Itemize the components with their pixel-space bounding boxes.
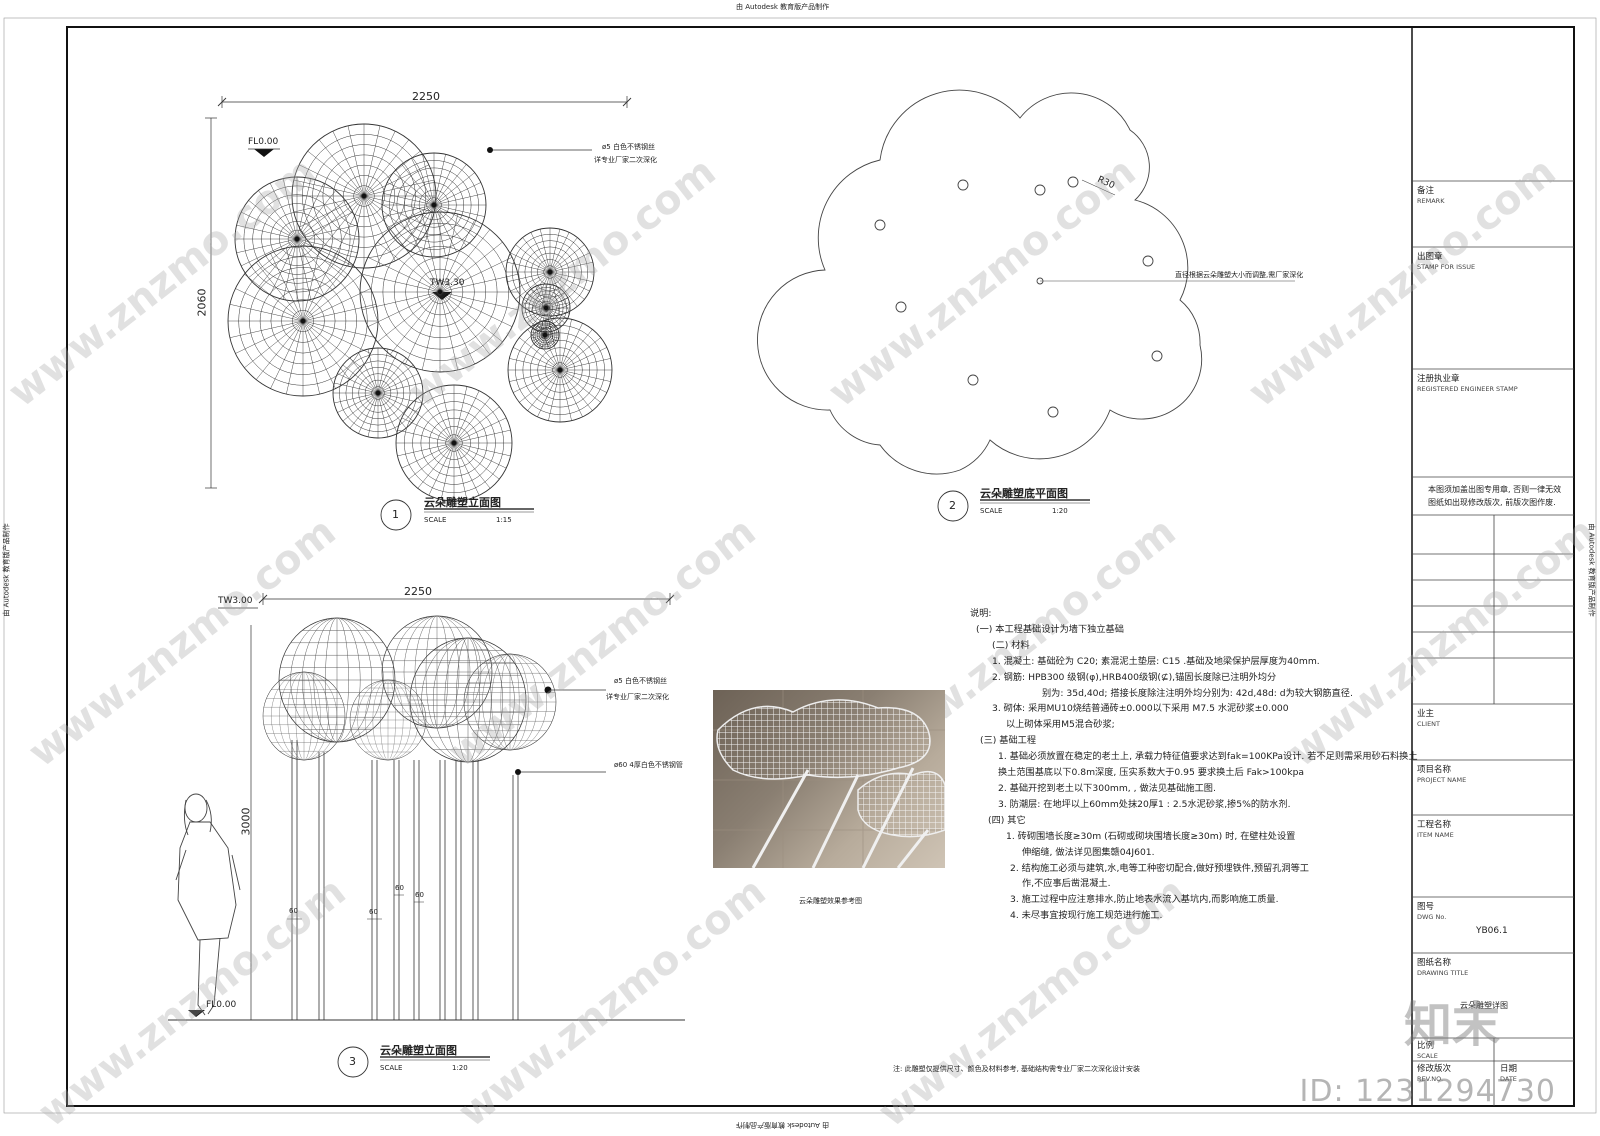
- d1-note-1: ø5 白色不锈钢丝: [602, 143, 655, 151]
- d2-number: 2: [949, 499, 956, 512]
- d1-note-2: 详专业厂家二次深化: [594, 156, 657, 164]
- edge-text-top: 由 Autodesk 教育版产品制作: [736, 3, 830, 11]
- edge-text-left: 由 Autodesk 教育版产品制作: [2, 523, 11, 617]
- notes-line: 别为: 35d,40d; 搭接长度除注注明外均分别为: 42d,48d: d为较…: [1042, 687, 1353, 699]
- tb-title-value: 云朵雕塑详图: [1460, 1001, 1508, 1010]
- d3-note1-1: ø5 白色不锈钢丝: [614, 677, 667, 685]
- notes-line: 1. 砖砌围墙长度≥30m (石砌或砌块围墙长度≥30m) 时, 在壁柱处设置: [1006, 830, 1296, 842]
- d2-title: 云朵雕塑底平面图: [980, 487, 1068, 500]
- d3-height-dim: 3000: [239, 807, 253, 836]
- d3-level-tw: TW3.00: [218, 596, 253, 606]
- d3-pipe-dim: 60: [415, 891, 424, 899]
- d1-title: 云朵雕塑立面图: [424, 496, 501, 509]
- d1-level-fl: FL0.00: [248, 137, 279, 147]
- image-id: ID: 1231294730: [1299, 1074, 1556, 1109]
- notes-line: 3. 防潮层: 在地坪以上60mm处抹20厚1 : 2.5水泥砂浆,掺5%的防水…: [998, 798, 1291, 810]
- d2-scale-value: 1:20: [1052, 507, 1068, 515]
- edge-text-right: 由 Autodesk 教育版产品制作: [1587, 523, 1596, 617]
- tb-validity-1: 本图须加盖出图专用章, 否则一律无效: [1428, 485, 1562, 494]
- notes-line: 2. 钢筋: HPB300 级钢(φ),HRB400级钢(⊈),锚固长度除已注明…: [992, 671, 1277, 683]
- notes-line: 3. 砌体: 采用MU10烧结普通砖±0.000以下采用 M7.5 水泥砂浆±0…: [992, 703, 1289, 715]
- d3-scale-label: SCALE: [380, 1064, 403, 1072]
- d1-scale-label: SCALE: [424, 516, 447, 524]
- design-notes: 说明: (一) 本工程基础设计为墙下独立基础 (二) 材料 1. 混凝土: 基础…: [970, 606, 1418, 924]
- d3-scale-value: 1:20: [452, 1064, 468, 1072]
- d3-width-dim: 2250: [404, 585, 432, 598]
- drawing3-linework: [168, 593, 685, 1078]
- edge-text-bottom: 由 Autodesk 教育版产品制作: [736, 1121, 830, 1129]
- notes-line: 1. 混凝土: 基础砼为 C20; 素混泥土垫层: C15 .基础及地梁保护层厚…: [992, 655, 1320, 667]
- d3-pipe-dim: 60: [395, 884, 404, 892]
- notes-line: 伸缩缝, 做法详见图集赣04J601.: [1022, 846, 1155, 858]
- d3-note2: ø60 4厚白色不锈钢管: [614, 761, 683, 769]
- tb-dwg-no-value: YB06.1: [1476, 926, 1508, 936]
- notes-line: (二) 材料: [992, 639, 1030, 651]
- notes-line: 1. 基础必须放置在稳定的老土上, 承载力特征值要求达到fak=100KPa设计…: [998, 751, 1418, 763]
- d3-pipe-dim: 60: [289, 907, 298, 915]
- notes-line: (四) 其它: [988, 814, 1026, 826]
- reference-photo: [713, 690, 945, 868]
- d1-number: 1: [392, 508, 399, 521]
- drawing2-linework: [757, 89, 1295, 522]
- notes-line: 2. 结构施工必须与建筑,水,电等工种密切配合,做好预埋铁件,预留孔洞等工: [1010, 862, 1309, 874]
- d3-number: 3: [349, 1055, 356, 1068]
- d1-height-dim: 2060: [195, 288, 209, 317]
- notes-line: 换土范围基底以下0.8m深度, 压实系数大于0.95 要求换土后 Fak>100…: [998, 767, 1305, 779]
- d3-level-fl: FL0.00: [206, 1000, 237, 1010]
- notes-line: 2. 基础开挖到老土以下300mm, , 做法见基础施工图.: [998, 782, 1216, 794]
- drawing1-linework: [205, 96, 632, 502]
- d1-width-dim: 2250: [412, 90, 440, 103]
- brand-logo: 知末: [1403, 997, 1500, 1053]
- d1-level-tw: TW3.30: [430, 278, 465, 288]
- notes-line: 作,不应事后凿混凝土.: [1022, 878, 1111, 890]
- d3-pipe-dim: 60: [369, 908, 378, 916]
- d1-scale-value: 1:15: [496, 516, 512, 524]
- d2-note: 直径根据云朵雕塑大小而调整,需厂家深化: [1175, 271, 1304, 279]
- photo-caption: 云朵雕塑效果参考图: [799, 897, 862, 905]
- notes-heading: 说明:: [970, 608, 992, 619]
- d3-note1-2: 详专业厂家二次深化: [606, 693, 669, 701]
- tb-validity-2: 图纸如出现修改版次, 前版次图作废.: [1428, 498, 1556, 507]
- notes-line: 以上砌体采用M5混合砂浆;: [1006, 719, 1115, 731]
- d3-title: 云朵雕塑立面图: [380, 1044, 457, 1057]
- d2-scale-label: SCALE: [980, 507, 1003, 515]
- notes-line: (一) 本工程基础设计为墙下独立基础: [976, 623, 1124, 635]
- notes-line: 3. 施工过程中应注意排水,防止地表水流入基坑内,而影响施工质量.: [1010, 894, 1279, 906]
- notes-line: (三) 基础工程: [980, 735, 1037, 747]
- bottom-note: 注: 此雕塑仅提供尺寸、颜色及材料参考, 基础结构需专业厂家二次深化设计安装: [893, 1065, 1141, 1073]
- notes-line: 4. 未尽事宜按现行施工规范进行施工.: [1010, 910, 1163, 922]
